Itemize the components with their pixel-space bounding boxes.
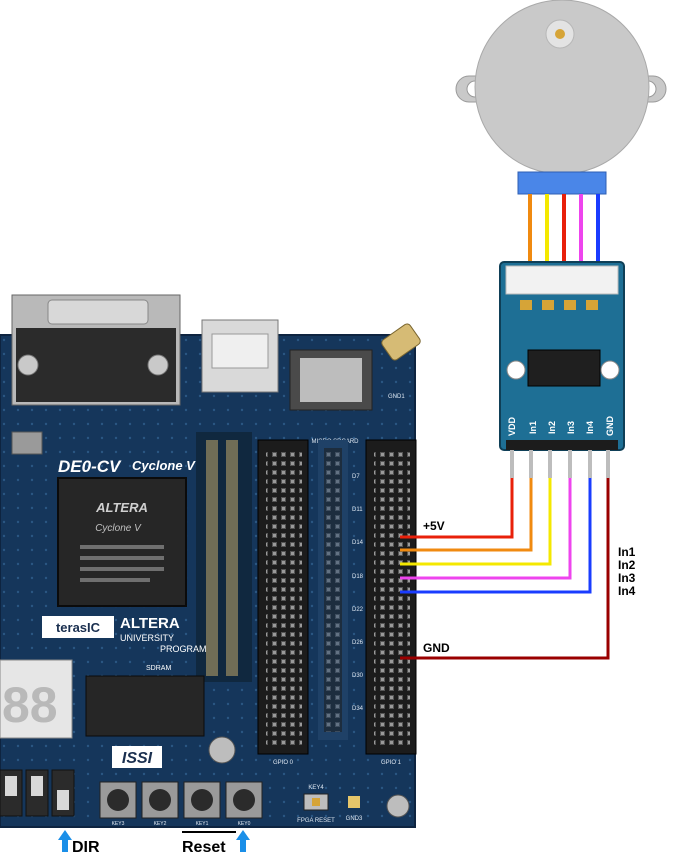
- vga-connector: [11, 294, 181, 406]
- usb-connector: [201, 319, 279, 393]
- terasic-logo: terasIC: [42, 616, 114, 638]
- key3-label: KEY3: [112, 821, 125, 827]
- dir-label: DIR: [72, 839, 100, 856]
- resistor-network: [196, 432, 252, 682]
- gpio0-label: GPIO 0: [273, 760, 294, 766]
- wire-in2: [400, 478, 552, 566]
- svg-text:FPGA RESET: FPGA RESET: [297, 818, 335, 824]
- svg-text:D7: D7: [352, 474, 360, 480]
- dir-switch[interactable]: [57, 790, 69, 810]
- svg-text:D14: D14: [352, 540, 364, 546]
- svg-text:ALTERA: ALTERA: [120, 615, 180, 632]
- motor-connector: [517, 171, 607, 195]
- svg-text:terasIC: terasIC: [56, 620, 101, 635]
- wire-labels: +5V In1 In2 In3 In4 GND: [423, 519, 636, 655]
- svg-text:D22: D22: [352, 607, 364, 613]
- key1-label: KEY1: [196, 821, 209, 827]
- up-arrow-icon: [236, 830, 250, 852]
- svg-text:D11: D11: [352, 507, 363, 513]
- svg-text:D26: D26: [352, 640, 364, 646]
- svg-text:KEY4: KEY4: [308, 785, 324, 791]
- wire-gnd: [400, 478, 610, 660]
- reset-annotation: Reset: [182, 830, 250, 856]
- mounting-screw: [208, 736, 236, 764]
- reset-label: Reset: [182, 839, 226, 856]
- key0-label: KEY0: [238, 821, 251, 827]
- driver-board: VDD In1 In2 In3 In4 GND: [499, 261, 625, 451]
- svg-text:ISSI: ISSI: [122, 750, 153, 767]
- wire-in4: [400, 478, 592, 594]
- up-arrow-icon: [58, 830, 72, 852]
- svg-text:PROGRAM: PROGRAM: [160, 644, 207, 654]
- label-in1: In1: [618, 545, 636, 559]
- wire-5v: [400, 478, 514, 539]
- label-in3: In3: [618, 571, 636, 585]
- label-gnd: GND: [423, 641, 450, 655]
- reset-button: KEY4 FPGA RESET: [297, 785, 335, 824]
- driver-pin-in1: In1: [528, 421, 538, 434]
- standoff-screw: [381, 323, 421, 361]
- svg-text:D18: D18: [352, 574, 364, 580]
- issi-logo: ISSI: [112, 746, 162, 768]
- label-in4: In4: [618, 584, 636, 598]
- fpga-chip: ALTERA Cyclone V: [57, 477, 187, 607]
- driver-pin-vdd: VDD: [507, 416, 517, 436]
- chip-brand: ALTERA: [95, 500, 148, 515]
- push-buttons: KEY3 KEY2 KEY1 KEY0: [99, 781, 263, 827]
- key2-label: KEY2: [154, 821, 167, 827]
- dir-annotation: DIR: [58, 830, 100, 856]
- motor-leads: [528, 194, 600, 262]
- uln2003-chip: [527, 349, 601, 387]
- sdram-label: SDRAM: [146, 665, 171, 672]
- sdram-chip: [85, 675, 205, 737]
- oscillator: [11, 431, 43, 455]
- driver-header-pins: [510, 450, 610, 478]
- gpio1-pin-labels: D7 D11 D14 D18 D22 D26 D30 D34: [352, 474, 364, 712]
- wire-in3: [400, 478, 572, 580]
- gpio0-header: GPIO 0: [257, 439, 309, 766]
- stepper-motor: [455, 0, 667, 195]
- wires: [400, 478, 610, 660]
- gpio1-header: GPIO 1: [365, 439, 417, 766]
- fpga-series-label: Cyclone V: [132, 458, 196, 473]
- driver-pin-gnd: GND: [605, 416, 615, 437]
- driver-pin-in3: In3: [566, 421, 576, 434]
- board-model-label: DE0-CV: [58, 457, 122, 476]
- mounting-screw-2: [386, 794, 410, 818]
- svg-text:UNIVERSITY: UNIVERSITY: [120, 633, 174, 643]
- gnd3-pad: [348, 796, 360, 808]
- svg-text:D30: D30: [352, 673, 364, 679]
- driver-pin-in2: In2: [547, 421, 557, 434]
- seven-segment-displays: 88: [0, 659, 73, 739]
- gnd3-label: GND3: [346, 816, 363, 822]
- wire-in1: [400, 478, 533, 552]
- label-in2: In2: [618, 558, 636, 572]
- gnd1-label: GND1: [388, 394, 405, 400]
- label-5v: +5V: [423, 519, 445, 533]
- driver-pin-in4: In4: [585, 421, 595, 434]
- gpio1-label: GPIO 1: [381, 760, 402, 766]
- slide-switches: [0, 769, 75, 817]
- driver-input-connector: [505, 265, 619, 295]
- fpga-board: MICRO SDCARD GND1 DE0-CV Cyclone V ALTER…: [0, 294, 421, 828]
- altera-university-logo: ALTERA UNIVERSITY PROGRAM: [120, 615, 207, 654]
- svg-text:88: 88: [2, 677, 58, 733]
- chip-series: Cyclone V: [95, 523, 142, 534]
- svg-text:D34: D34: [352, 706, 364, 712]
